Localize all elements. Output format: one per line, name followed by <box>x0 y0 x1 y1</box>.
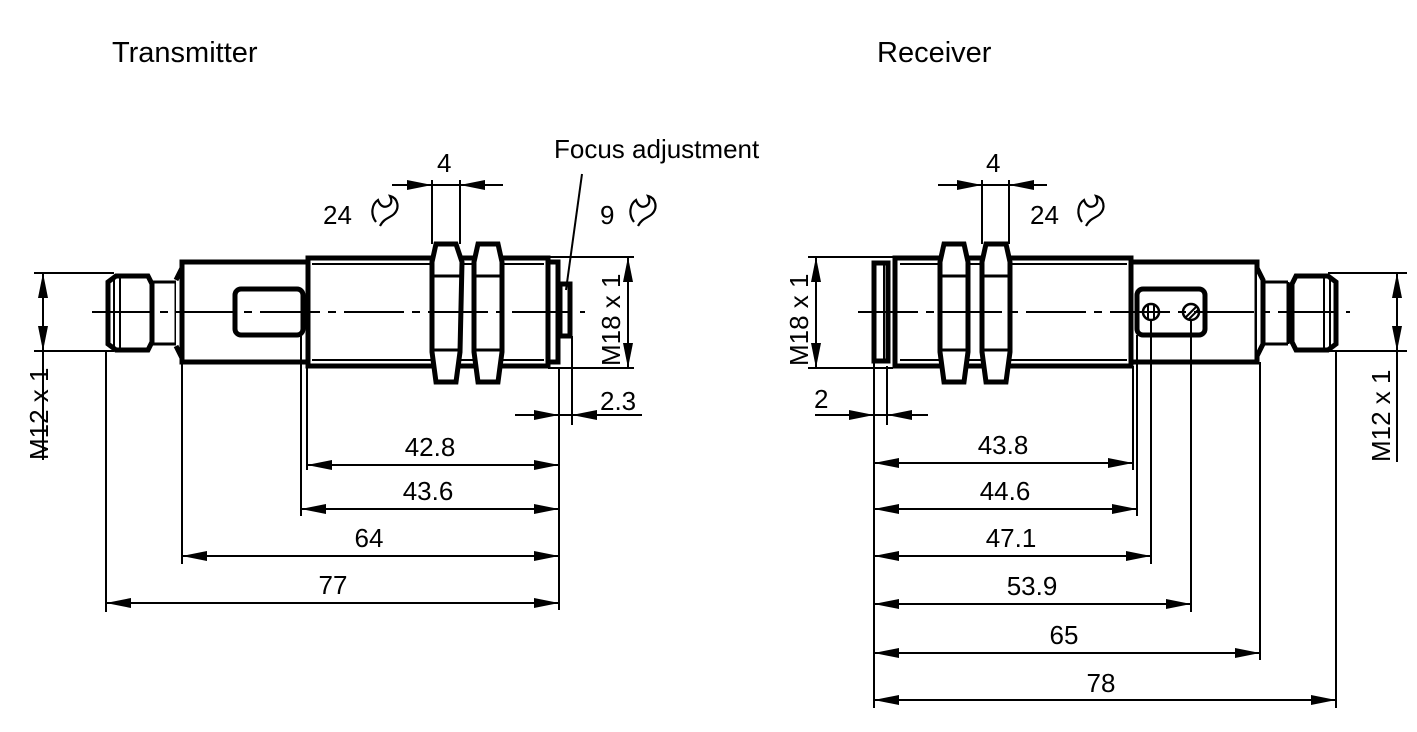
svg-text:64: 64 <box>355 523 384 553</box>
receiver-nut-width-label: 4 <box>986 148 1000 178</box>
svg-text:78: 78 <box>1087 668 1116 698</box>
svg-text:65: 65 <box>1050 620 1079 650</box>
receiver-m12-label: M12 x 1 <box>1366 370 1396 463</box>
transmitter-dim-64: 64 <box>182 523 559 561</box>
transmitter-dim-43-6: 43.6 <box>301 476 559 514</box>
receiver-dim-47-1: 47.1 <box>874 523 1151 561</box>
receiver-view: Receiver <box>784 37 1407 708</box>
svg-text:77: 77 <box>319 570 348 600</box>
receiver-wrench-size-label: 24 <box>1030 200 1059 230</box>
receiver-dim-65: 65 <box>874 620 1260 658</box>
receiver-dim-44-6: 44.6 <box>874 476 1137 514</box>
svg-text:53.9: 53.9 <box>1007 571 1058 601</box>
svg-text:44.6: 44.6 <box>980 476 1031 506</box>
svg-text:42.8: 42.8 <box>405 432 456 462</box>
transmitter-view: Transmitter <box>24 37 760 612</box>
svg-text:47.1: 47.1 <box>986 523 1037 553</box>
receiver-dim-43-8: 43.8 <box>874 430 1133 468</box>
svg-text:43.6: 43.6 <box>403 476 454 506</box>
wrench-icon <box>629 194 657 228</box>
transmitter-m12-label: M12 x 1 <box>24 368 54 461</box>
transmitter-m18-label: M18 x 1 <box>596 274 626 367</box>
receiver-front-dim-label: 2 <box>814 384 828 414</box>
transmitter-wrench-size-label: 24 <box>323 200 352 230</box>
wrench-icon <box>1077 194 1105 228</box>
focus-adjustment-knob <box>557 281 573 339</box>
transmitter-dim-77: 77 <box>106 570 559 608</box>
wrench-icon <box>371 194 399 228</box>
transmitter-nut-width-label: 4 <box>437 148 451 178</box>
receiver-dim-53-9: 53.9 <box>874 571 1191 609</box>
transmitter-title: Transmitter <box>112 37 258 69</box>
transmitter-dim-42-8: 42.8 <box>307 432 559 470</box>
focus-wrench-size-label: 9 <box>600 200 614 230</box>
receiver-title: Receiver <box>877 37 992 69</box>
transmitter-front-dim-label: 2.3 <box>600 386 636 416</box>
receiver-m18-label: M18 x 1 <box>784 274 814 367</box>
focus-adjustment-label: Focus adjustment <box>554 134 760 164</box>
receiver-dim-78: 78 <box>874 668 1336 705</box>
svg-text:43.8: 43.8 <box>978 430 1029 460</box>
focus-leader-line <box>565 173 583 291</box>
